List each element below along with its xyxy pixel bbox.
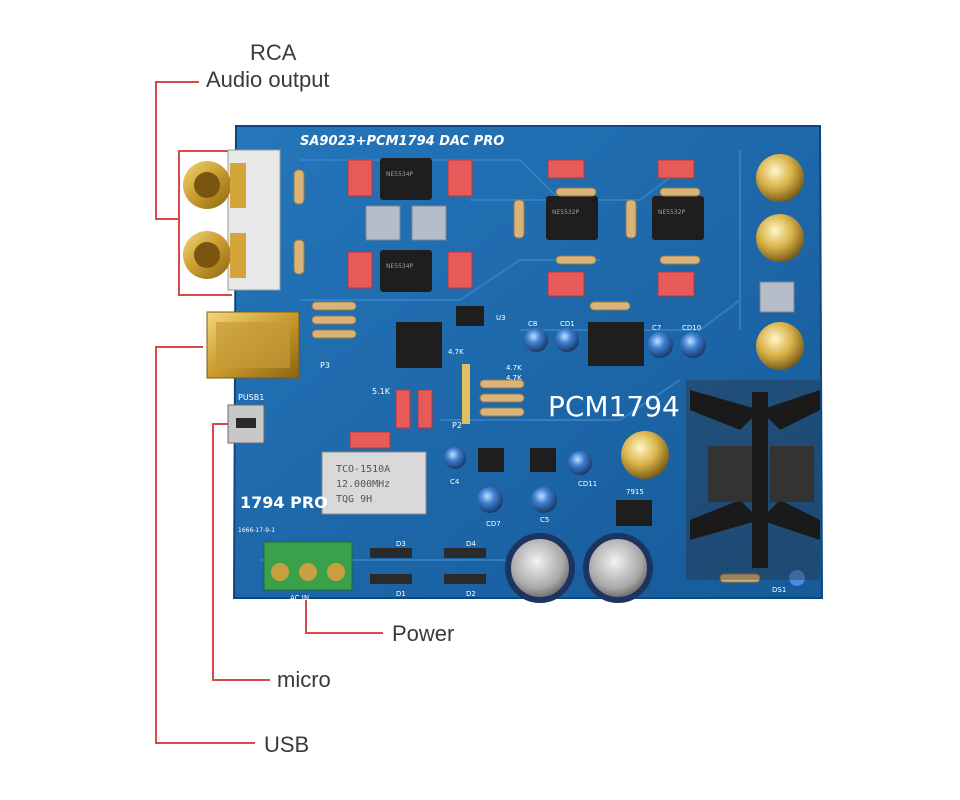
cd10-silk: CD10 [682,324,701,332]
ds1-silk: DS1 [772,586,786,594]
r47b-silk: 4.7K [506,364,522,372]
resistors [293,169,761,583]
usb-b-connector [206,311,300,379]
power-label: Power [392,621,455,646]
svg-text:NE5532P: NE5532P [552,209,580,216]
film-capacitors [347,159,695,449]
r47c-silk: 4.7K [506,374,522,382]
gold-electrolytics [621,154,804,479]
svg-text:NE5534P: NE5534P [386,263,414,270]
header-p2 [462,364,470,424]
d2-silk: D2 [466,590,476,598]
svg-text:NE5534P: NE5534P [386,171,414,178]
cd7-silk: CD7 [486,520,501,528]
c7-silk: C7 [652,324,661,332]
ac-in-silk: AC IN [290,594,309,602]
rca-jacks [183,149,281,291]
regulators [478,448,652,526]
diodes [370,548,486,584]
crystal-line2: 12.000MHz [336,479,390,490]
pcm1794-silk: PCM1794 [548,390,680,423]
c5-silk: C5 [540,516,549,524]
svg-text:NE5532P: NE5532P [658,209,686,216]
small-electrolytics [444,328,805,586]
grey-capacitors [365,205,795,313]
date-silk: 1666-17-9-1 [238,527,275,534]
rca-label-line2: Audio output [206,67,330,92]
d1-silk: D1 [396,590,406,598]
board-title: SA9023+PCM1794 DAC PRO [300,134,504,149]
cd11-silk: CD11 [578,480,597,488]
r51k-silk: 5.1K [372,387,391,396]
cd1-silk: CD1 [560,320,575,328]
micro-label: micro [277,667,331,692]
c8-silk: C8 [528,320,537,328]
pusb1-silk: PUSB1 [238,393,264,402]
r47a-silk: 4.7K [448,348,464,356]
usb-label: USB [264,732,310,757]
reg-7915-silk: 7915 [626,488,644,496]
crystal-line3: TQG 9H [336,494,372,505]
rca-label-line1: RCA [250,40,297,65]
micro-usb-connector [227,404,265,444]
p3-silk: P3 [320,361,330,370]
c4-silk: C4 [450,478,460,486]
opamp-chips [380,158,704,368]
d4-silk: D4 [466,540,476,548]
p2-silk: P2 [452,421,462,430]
d3-silk: D3 [396,540,406,548]
model-silk: 1794 PRO [240,493,328,512]
heatsink [686,380,820,580]
power-capacitors [505,533,653,603]
crystal-line1: TCO-1510A [336,464,390,475]
crystal-oscillator [321,451,427,515]
power-terminal-block [263,541,353,591]
u3-silk: U3 [496,314,506,322]
